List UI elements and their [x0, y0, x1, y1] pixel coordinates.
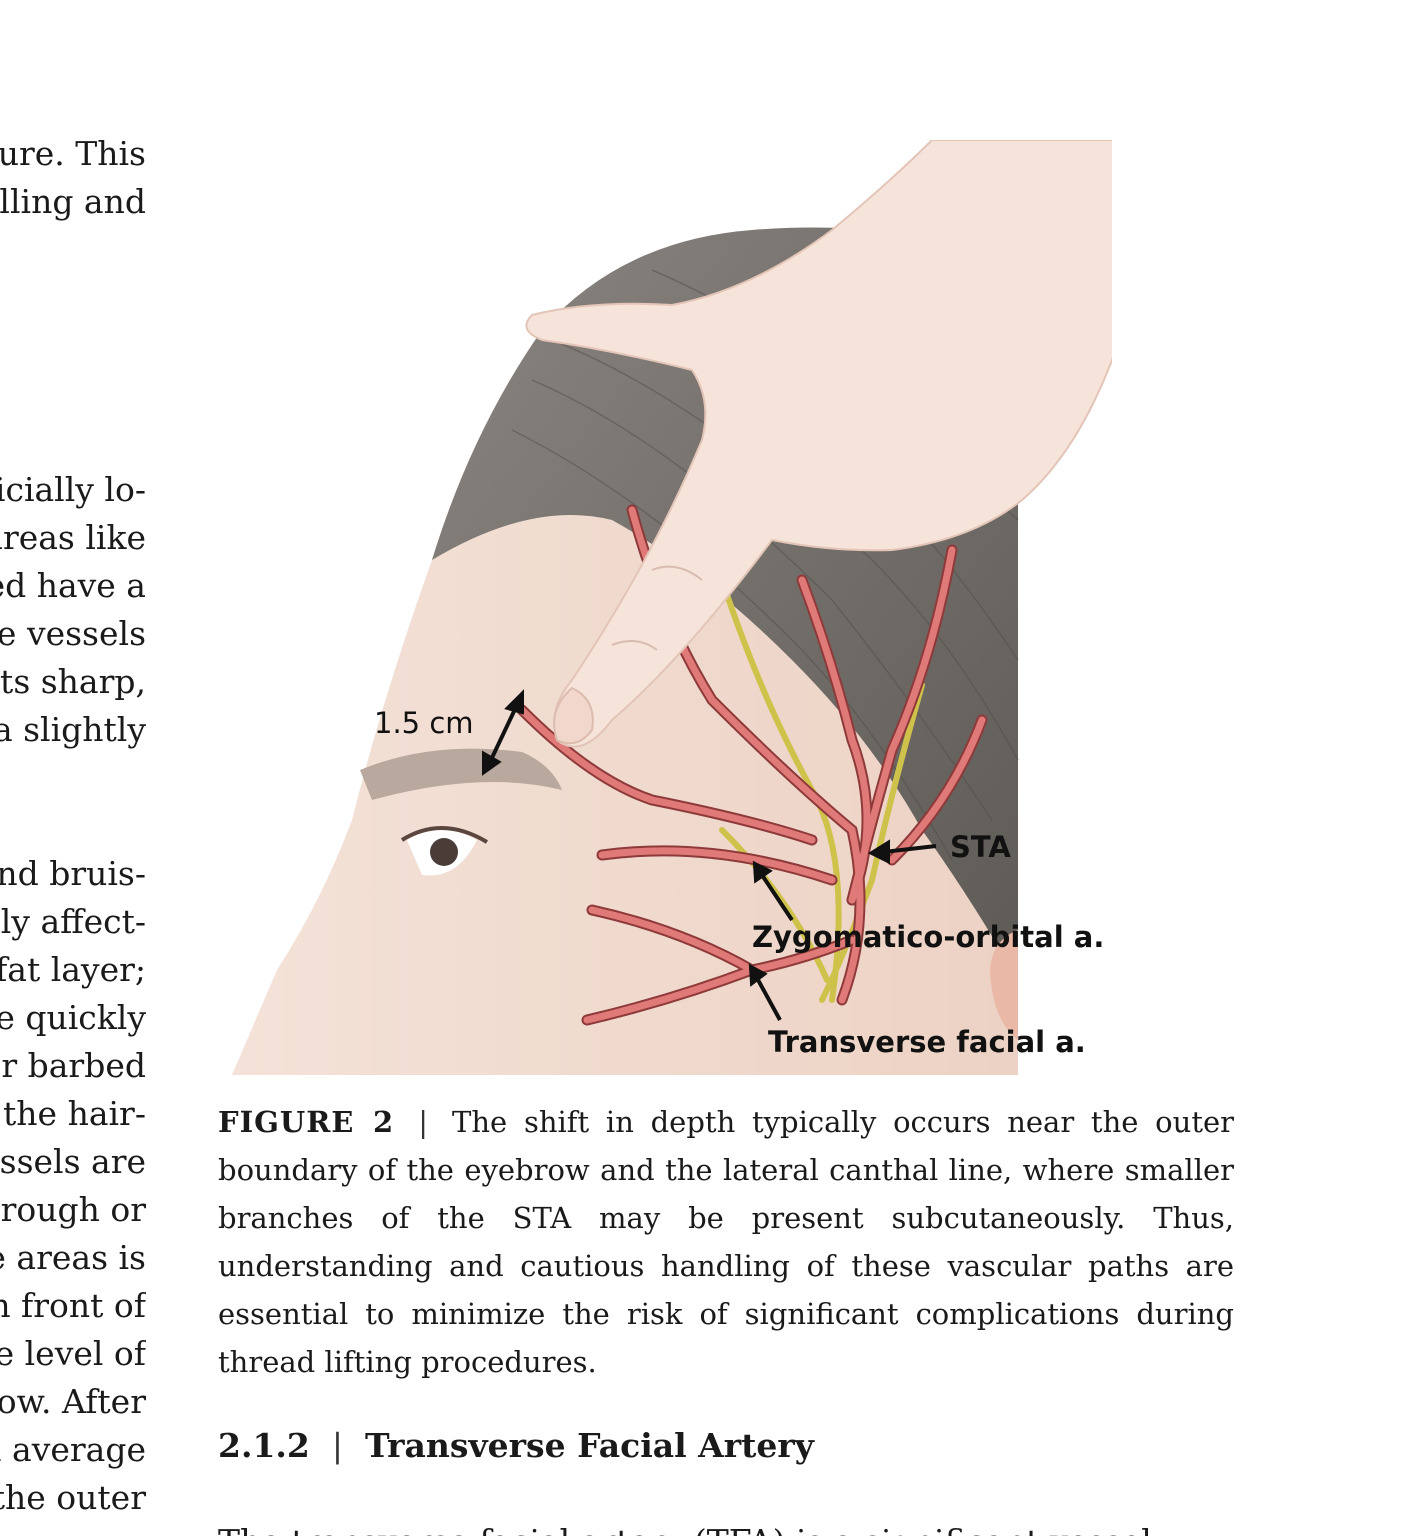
- text-line: ily affect-: [0, 902, 146, 941]
- hand: [525, 140, 1112, 748]
- text-line: e quickly: [0, 998, 146, 1037]
- text-line: rts sharp,: [0, 662, 146, 701]
- text-line: ed have a: [0, 566, 146, 605]
- text-line: areas like: [0, 518, 146, 557]
- transverse-facial-label: Transverse facial a.: [768, 1025, 1086, 1059]
- measurement-arrow: [482, 689, 524, 776]
- section-separator: |: [331, 1426, 343, 1465]
- text-line: r the hair-: [0, 1094, 146, 1133]
- text-line: e areas is: [0, 1238, 146, 1277]
- zygomatico-orbital-label: Zygomatico-orbital a.: [752, 920, 1105, 954]
- text-line: icially lo-: [0, 470, 146, 509]
- zygomatico-arrow: [752, 860, 794, 922]
- sta-label: STA: [950, 830, 1011, 864]
- iris: [430, 838, 458, 866]
- text-line: rough or: [0, 1190, 146, 1229]
- eyebrow: [360, 748, 562, 800]
- upper-eyelid: [400, 826, 489, 844]
- text-line: n average: [0, 1430, 146, 1469]
- transverse-arrow: [748, 963, 782, 1021]
- body-text-partial: The transverse facial artery (TFA) is a …: [218, 1522, 1152, 1536]
- text-line: the outer: [0, 1478, 146, 1517]
- section-number: 2.1.2: [218, 1426, 310, 1465]
- finger-crease: [611, 640, 658, 651]
- text-line: essels are: [0, 1142, 146, 1181]
- text-line: fat layer;: [0, 950, 146, 989]
- text-line: lling and: [0, 182, 146, 221]
- text-line: e level of: [0, 1334, 146, 1373]
- caption-text: The shift in depth typically occurs near…: [218, 1105, 1234, 1379]
- text-line: se vessels: [0, 614, 146, 653]
- ear: [990, 930, 1018, 1040]
- section-heading: 2.1.2 | Transverse Facial Artery: [218, 1426, 814, 1465]
- figure-caption: FIGURE 2 |The shift in depth typically oc…: [218, 1098, 1234, 1386]
- text-line: ure. This: [0, 134, 146, 173]
- text-line: a slightly: [0, 710, 146, 749]
- section-title: Transverse Facial Artery: [365, 1426, 814, 1465]
- text-line: n front of: [0, 1286, 146, 1325]
- sta-arrow: [867, 839, 937, 865]
- caption-label: FIGURE 2: [218, 1105, 395, 1139]
- face-illustration: [232, 140, 1112, 1075]
- text-line: er barbed: [0, 1046, 146, 1085]
- left-column-text: ure. This lling and icially lo- areas li…: [0, 0, 146, 1536]
- fingernail: [553, 686, 594, 745]
- thumb-crease: [651, 565, 703, 581]
- figure-anatomy-illustration: 1.5 cm STA Zygomatico-orbital a. Transve…: [232, 140, 1112, 1075]
- distance-label: 1.5 cm: [374, 706, 474, 740]
- caption-separator: |: [418, 1105, 429, 1139]
- text-line: ow. After: [0, 1382, 146, 1421]
- text-line: nd bruis-: [0, 854, 146, 893]
